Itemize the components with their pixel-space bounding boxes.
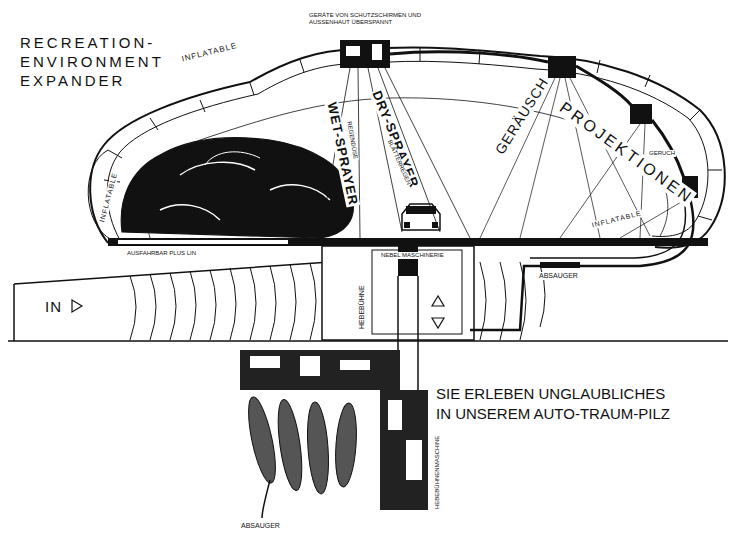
- inflatable-label: INFLATABLE: [180, 42, 239, 65]
- smell-label: GERUCH: [648, 150, 676, 157]
- diagram-caption: SIE ERLEBEN UNGLAUBLICHES IN UNSEREM AUT…: [436, 384, 684, 423]
- device-note: GERÄTE VON SCHUTZSCHIRMEN UND AUSSENHAUT…: [308, 12, 430, 25]
- projection-label: PROJEKTIONEN: [556, 98, 698, 208]
- exhaust-label: ABSAUGER: [538, 272, 579, 280]
- inflatable-label: INFLATABLE: [98, 171, 119, 224]
- lift-label: HEBEBÜHNE: [358, 284, 366, 330]
- entry-label: IN: [44, 299, 63, 316]
- exhaust-label: ABSAUGER: [240, 522, 281, 530]
- inflatable-label: INFLATABLE: [590, 209, 643, 229]
- fog-label: NEBEL MASCHINERIE: [380, 252, 445, 259]
- lift-machine-label: HEBEBÜHNENMASCHINE: [434, 435, 441, 510]
- diagram-title: RECREATION- ENVIRONMENT EXPANDER: [20, 34, 164, 90]
- extension-label: AUSFAHRBAR PLUS LIN: [126, 250, 197, 257]
- sprayer-label: DRY-SPRAYER: [369, 88, 422, 191]
